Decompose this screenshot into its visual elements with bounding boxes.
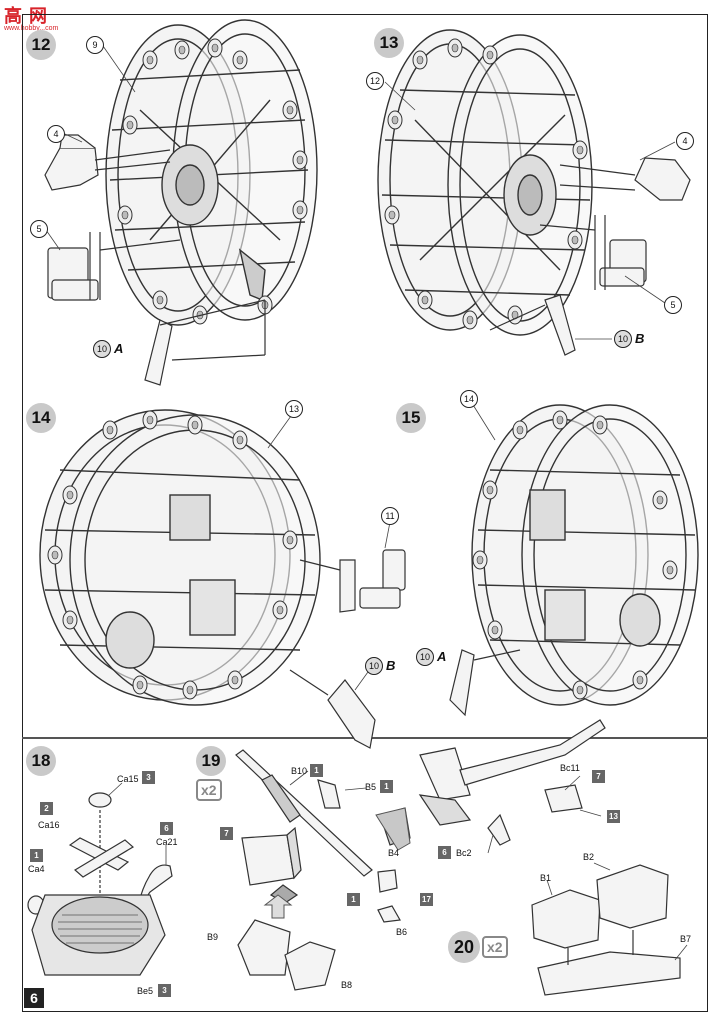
step-13-number: 13 — [374, 28, 404, 58]
step12-callout-4: 4 — [47, 125, 65, 143]
step14-part11-seat — [299, 549, 406, 613]
watermark-chars: 高 网 — [4, 6, 49, 26]
part-b4-sprue-square-17: 17 — [420, 893, 433, 906]
part-b5-label: B5 — [365, 782, 377, 792]
step13-sprue-letter: B — [635, 331, 645, 346]
part-b2-label: B2 — [583, 852, 595, 862]
step12-drum-drawing — [105, 19, 318, 326]
step13-callout-12: 12 — [366, 72, 384, 90]
step-19-multiplier: x2 — [196, 779, 222, 801]
part-b10-sprue-square: 1 — [310, 764, 323, 777]
step13-part4-bracket — [559, 157, 691, 201]
part-b7-label: B7 — [680, 934, 692, 944]
part-ca21-label: Ca21 — [156, 837, 178, 847]
step14-sprue-letter: B — [386, 658, 396, 673]
step15-callout-10: 10 — [416, 648, 434, 666]
part-ca4-sprue-square: 1 — [30, 849, 43, 862]
step12-sprue-letter: A — [114, 341, 124, 356]
part-bc2-label: Bc2 — [456, 848, 472, 858]
step-12-number: 12 — [26, 30, 56, 60]
step-20-number: 20 — [448, 931, 480, 963]
step15-part10-plate — [449, 649, 521, 717]
part-b1-label: B1 — [540, 873, 552, 883]
part-ca4-label: Ca4 — [28, 864, 45, 874]
part-bc11-label: Bc11 — [560, 763, 580, 773]
part-bc11-sprue-square-13: 13 — [607, 810, 620, 823]
part-bc2-sprue-square: 6 — [438, 846, 451, 859]
part-b9-label: B9 — [207, 932, 219, 942]
part-b5-sprue-square: 1 — [380, 780, 393, 793]
step19-drawing — [235, 719, 606, 991]
watermark-url: www.hobby...com — [4, 25, 59, 32]
part-ca21-sprue-square: 6 — [160, 822, 173, 835]
step19-arrows — [263, 807, 411, 919]
part-b4-label: B4 — [388, 848, 400, 858]
step12-part4-bracket — [44, 134, 171, 191]
page-frame — [22, 14, 708, 1012]
step13-drum-drawing — [377, 29, 593, 336]
step-14-number: 14 — [26, 403, 56, 433]
step15-callout-14: 14 — [460, 390, 478, 408]
step13-callout-5: 5 — [664, 296, 682, 314]
part-bc11-sprue-square: 7 — [592, 770, 605, 783]
step12-callout-9: 9 — [86, 36, 104, 54]
step-19-number: 19 — [196, 746, 226, 776]
part-b10-label: B10 — [291, 766, 308, 776]
part-be5-sprue-square: 3 — [158, 984, 171, 997]
step14-drum-drawing — [39, 409, 321, 706]
step13-part10-plate — [489, 294, 576, 356]
step13-callout-4: 4 — [676, 132, 694, 150]
step12-callout-10: 10 — [93, 340, 111, 358]
step14-callout-11: 11 — [381, 507, 399, 525]
step14-callout-13: 13 — [285, 400, 303, 418]
step15-drum-drawing — [471, 404, 699, 706]
part-ca16-sprue-square: 2 — [40, 802, 53, 815]
part-ca16-label: Ca16 — [38, 820, 60, 830]
watermark-logo: 高 网 www.hobby...com — [4, 2, 58, 32]
part-b8-label: B8 — [341, 980, 353, 990]
step-18-number: 18 — [26, 746, 56, 776]
step18-drawing — [27, 792, 173, 976]
step13-callout-10: 10 — [614, 330, 632, 348]
step14-callout-10: 10 — [365, 657, 383, 675]
step12-part5-seat — [47, 232, 181, 301]
part-ca15-sprue-square: 3 — [142, 771, 155, 784]
part-ca15-label: Ca15 — [117, 774, 139, 784]
step-20-multiplier: x2 — [482, 936, 508, 958]
step20-drawing — [531, 864, 681, 996]
part-ammo-box-sprue-square: 7 — [220, 827, 233, 840]
step14-part10-plate — [289, 669, 376, 749]
part-b6-label: B6 — [396, 927, 408, 937]
page-number: 6 — [24, 988, 44, 1008]
step12-part10-plate — [144, 299, 266, 386]
part-b4-sprue-square-1: 1 — [347, 893, 360, 906]
part-be5-label: Be5 — [137, 986, 154, 996]
step15-sprue-letter: A — [437, 649, 447, 664]
step12-callout-5: 5 — [30, 220, 48, 238]
step-15-number: 15 — [396, 403, 426, 433]
